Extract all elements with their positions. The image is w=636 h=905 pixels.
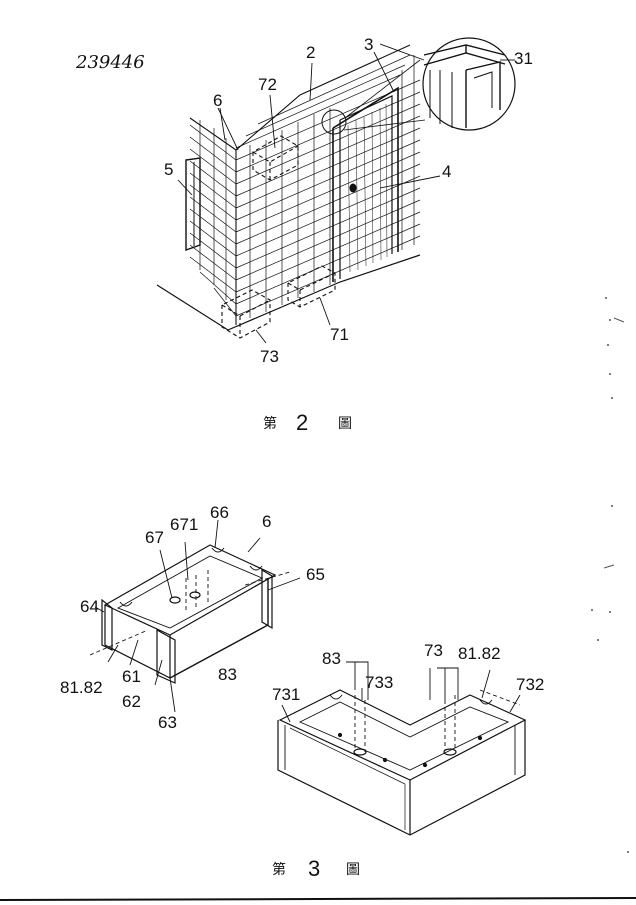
bottom-edge-line	[0, 897, 636, 901]
figure-2-caption: 第 2 圖	[263, 410, 352, 435]
label-732: 732	[516, 675, 544, 694]
label-62: 62	[122, 692, 141, 711]
label-65: 65	[306, 565, 325, 584]
label-6-fig3: 6	[262, 512, 271, 531]
label-6: 6	[213, 91, 222, 110]
label-64: 64	[80, 597, 99, 616]
caption-3-suffix: 圖	[346, 862, 360, 878]
label-73: 73	[260, 347, 279, 366]
caption-2-number: 2	[296, 410, 308, 435]
scan-specks	[591, 297, 629, 853]
patent-number: 239446	[75, 52, 145, 73]
label-83-right: 83	[322, 649, 341, 668]
label-31: 31	[514, 49, 533, 68]
label-73-fig3: 73	[424, 641, 443, 660]
label-3: 3	[364, 35, 373, 54]
label-71: 71	[330, 325, 349, 344]
caption-3-number: 3	[308, 856, 320, 881]
caption-3-prefix: 第	[272, 861, 286, 878]
label-67: 67	[145, 528, 164, 547]
label-733: 733	[365, 673, 393, 692]
figure-2-labels: 2 3 31 4 5 6 72 71 73	[164, 35, 533, 366]
scan-mark-1	[613, 317, 625, 323]
label-5: 5	[164, 160, 173, 179]
label-2: 2	[306, 43, 315, 62]
label-81-82-left: 81.82	[60, 678, 103, 697]
scan-mark-2	[603, 564, 615, 569]
label-671: 671	[170, 515, 198, 534]
figure-3-caption: 第 3 圖	[272, 856, 360, 881]
label-61: 61	[122, 667, 141, 686]
caption-2-prefix: 第	[263, 415, 277, 432]
label-66: 66	[210, 503, 229, 522]
label-72: 72	[258, 75, 277, 94]
label-4: 4	[442, 162, 451, 181]
figure-3-block-6	[89, 519, 301, 713]
label-731: 731	[272, 685, 300, 704]
label-63: 63	[158, 713, 177, 732]
figure-3-labels: 66 6 671 67 65 64 81.82 61 62 63 83 83 7…	[60, 503, 544, 732]
figure-3-block-73	[277, 661, 527, 836]
label-83-left: 83	[218, 665, 237, 684]
caption-2-suffix: 圖	[338, 416, 352, 432]
figure-2-drawing	[156, 37, 516, 344]
label-81-82-right: 81.82	[458, 644, 501, 663]
